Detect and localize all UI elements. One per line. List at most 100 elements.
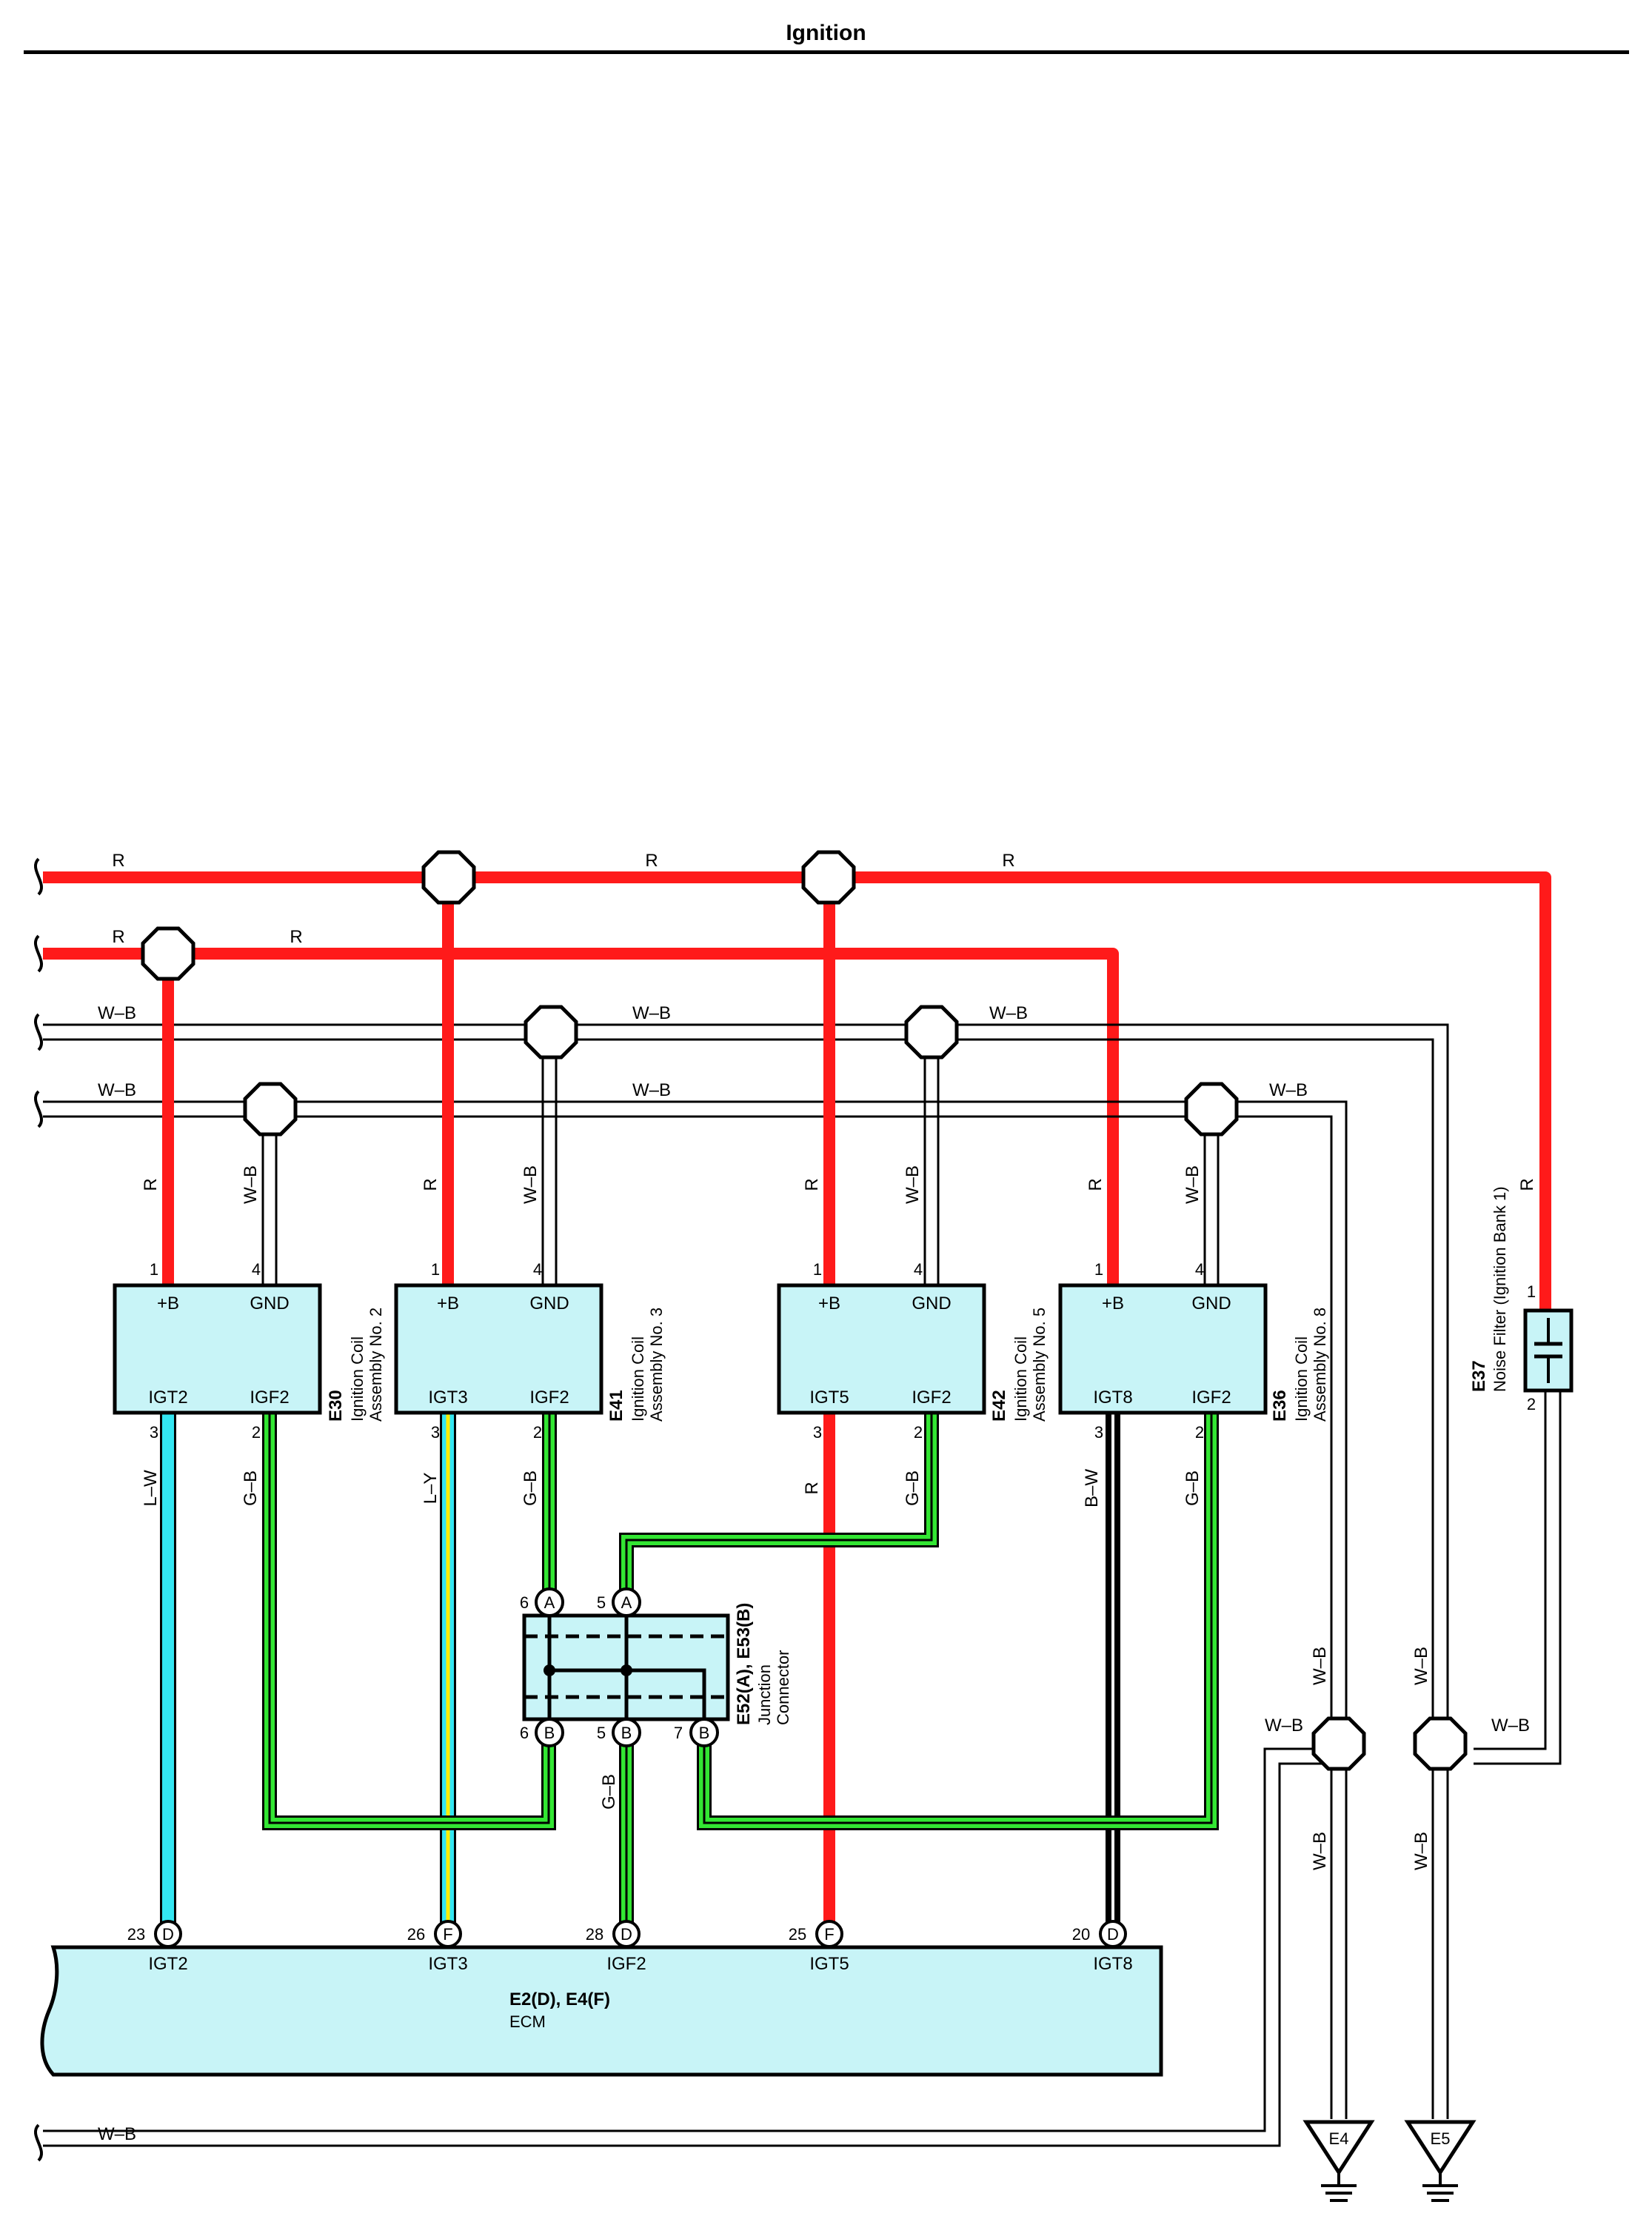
svg-text:GND: GND [250,1293,289,1313]
wire-label: G–B [521,1470,541,1506]
wire-label: L–Y [421,1473,441,1505]
title-rule [24,50,1629,54]
svg-text:1: 1 [1527,1282,1536,1301]
r-bus-upper [43,871,1551,1311]
svg-text:4: 4 [252,1260,261,1279]
svg-text:Noise Filter (Ignition Bank 1): Noise Filter (Ignition Bank 1) [1491,1186,1509,1392]
svg-text:IGT3: IGT3 [428,1388,467,1408]
svg-text:Assembly No. 2: Assembly No. 2 [367,1308,385,1422]
svg-text:4: 4 [533,1260,542,1279]
noise-filter-e37: 1 2 E37 Noise Filter (Ignition Bank 1) [1469,1186,1574,1765]
svg-text:5: 5 [597,1724,606,1742]
ecm-box: D 23 IGT2 F 26 IGT3 D 28 IGF2 F 25 IGT5 … [40,1920,1163,2077]
svg-text:6: 6 [520,1724,529,1742]
svg-text:IGF2: IGF2 [529,1388,569,1408]
r-bus-lower [43,948,1119,1285]
svg-text:IGF2: IGF2 [250,1388,289,1408]
wire-label: R [112,851,124,871]
svg-text:IGF2: IGF2 [912,1388,951,1408]
splice-wb-1 [526,1007,576,1057]
wire-label: W–B [989,1003,1028,1023]
svg-text:IGT5: IGT5 [809,1954,849,1974]
wire-label: R [112,927,124,947]
wire-label: R [290,927,302,947]
splice-wb-5 [1314,1718,1364,1769]
coil-e41: 1 4 +B GND IGT3 IGF2 3 2 E41 Ignition Co… [394,1260,666,1442]
wire-label: W–B [1411,1647,1431,1685]
svg-text:Assembly No. 3: Assembly No. 3 [647,1308,666,1422]
wire-label: W–B [98,2124,136,2144]
svg-text:A: A [544,1593,555,1612]
splice-r-3 [143,928,193,979]
svg-text:IGT8: IGT8 [1093,1388,1132,1408]
wire-label: W–B [1411,1832,1431,1870]
wire-label: R [802,1482,822,1494]
svg-text:D: D [162,1925,174,1944]
svg-text:F: F [443,1925,452,1944]
svg-text:Ignition Coil: Ignition Coil [629,1336,647,1422]
wire-label: W–B [98,1080,136,1100]
wire-gb-routes [262,1414,1219,1934]
svg-text:25: 25 [789,1925,806,1944]
wire-label: W–B [632,1003,671,1023]
wire-label: R [141,1178,161,1191]
wire-label: W–B [1310,1647,1330,1685]
wb-bus-2 [43,1100,1348,1736]
ground-e4: E4 [1302,2120,1375,2202]
svg-text:1: 1 [813,1260,822,1279]
svg-text:3: 3 [813,1423,822,1442]
svg-text:23: 23 [127,1925,145,1944]
svg-text:28: 28 [586,1925,603,1944]
svg-text:5: 5 [597,1593,606,1612]
svg-text:3: 3 [150,1423,158,1442]
splice-wb-2 [906,1007,957,1057]
svg-text:1: 1 [431,1260,440,1279]
svg-text:A: A [621,1593,632,1612]
wire-label: W–B [1310,1832,1330,1870]
svg-text:IGT2: IGT2 [148,1954,187,1974]
svg-text:+B: +B [157,1293,179,1313]
wire-label: W–B [1183,1165,1203,1204]
cut-marks [33,857,44,2162]
wire-label: W–B [1269,1080,1308,1100]
svg-text:D: D [1107,1925,1119,1944]
wire-label: G–B [1183,1470,1203,1506]
wire-label: B–W [1082,1469,1102,1507]
svg-text:Assembly No. 5: Assembly No. 5 [1030,1308,1049,1422]
svg-text:7: 7 [674,1724,683,1742]
coil-e42: 1 4 +B GND IGT5 IGF2 3 2 E42 Ignition Co… [777,1260,1049,1442]
svg-text:E36: E36 [1270,1390,1290,1422]
svg-text:3: 3 [1094,1423,1103,1442]
wire-label: R [1086,1178,1106,1191]
svg-text:IGT5: IGT5 [809,1388,849,1408]
ground-e5: E5 [1404,2120,1477,2202]
coil-e30: 1 4 +B GND IGT2 IGF2 3 2 E30 Ignition Co… [113,1260,385,1442]
wire-label: G–B [241,1470,261,1506]
svg-text:B: B [699,1724,710,1742]
wire-label: W–B [632,1080,671,1100]
page-title: Ignition [786,21,866,45]
wire-label: W–B [241,1165,261,1204]
splice-r-2 [803,852,854,903]
svg-text:1: 1 [1094,1260,1103,1279]
svg-text:20: 20 [1072,1925,1090,1944]
wire-label: R [802,1178,822,1191]
svg-text:26: 26 [407,1925,425,1944]
svg-text:Assembly No. 8: Assembly No. 8 [1311,1308,1329,1422]
wire-label: R [1517,1178,1537,1191]
junction-connector: A 6 A 5 B 6 B 5 B 7 E52(A), E53(B) Junct… [520,1587,792,1747]
splice-r-1 [424,852,474,903]
svg-text:GND: GND [912,1293,951,1313]
splice-wb-6 [1415,1718,1465,1769]
wire-label: W–B [98,1003,136,1023]
coil-e36: 1 4 +B GND IGT8 IGF2 3 2 E36 Ignition Co… [1058,1260,1329,1442]
svg-text:B: B [544,1724,555,1742]
svg-text:D: D [621,1925,632,1944]
svg-text:E52(A), E53(B): E52(A), E53(B) [734,1603,754,1725]
wb-lower-wiring [43,1736,1449,2147]
svg-text:E5: E5 [1431,2129,1451,2148]
svg-text:4: 4 [1195,1260,1204,1279]
svg-text:IGT2: IGT2 [148,1388,187,1408]
svg-text:E4: E4 [1329,2129,1349,2148]
wire-label: W–B [1265,1716,1303,1736]
